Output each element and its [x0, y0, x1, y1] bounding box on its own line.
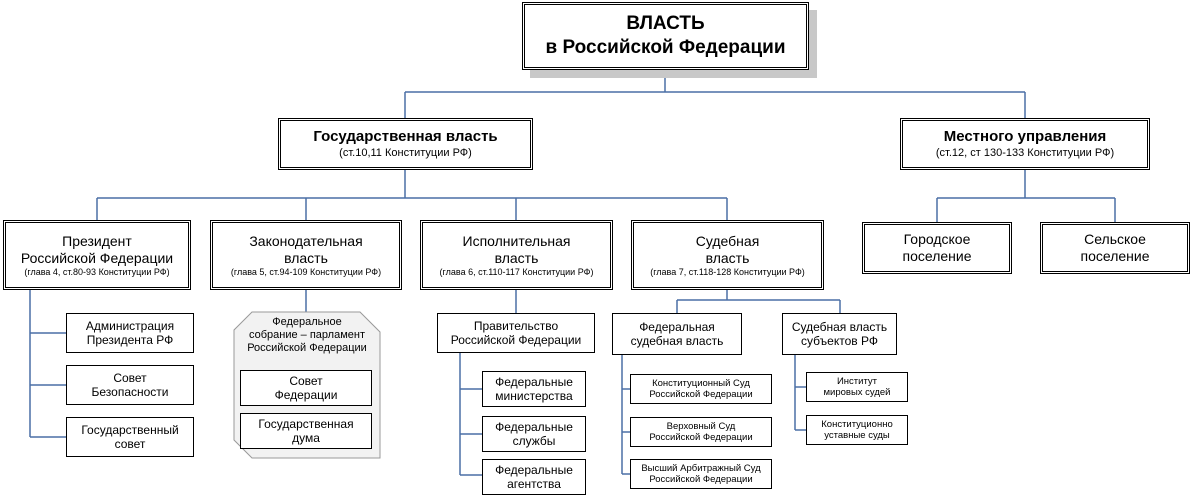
urban-line1: Городское: [903, 231, 971, 247]
subject-judicial-line2: субъектов РФ: [801, 334, 878, 348]
president-item-3-line1: Государственный: [81, 423, 179, 437]
gov-item-2-line2: службы: [512, 434, 556, 448]
subject-judicial-box: Судебная власть субъектов РФ: [782, 313, 897, 355]
supreme-court-box: Верховный Суд Российской Федерации: [630, 417, 772, 447]
local-gov-sub: (ст.12, ст 130-133 Конституции РФ): [935, 147, 1115, 159]
executive-line2: власть: [494, 249, 539, 266]
judicial-sub: (глава 7, ст.118-128 Конституции РФ): [650, 266, 805, 277]
gov-item-3-line1: Федеральные: [495, 463, 573, 477]
legislative-box: Законодательная власть (глава 5, ст.94-1…: [210, 220, 402, 290]
executive-sub: (глава 6, ст.110-117 Конституции РФ): [439, 266, 594, 277]
federal-agencies-box: Федеральные агентства: [482, 459, 586, 495]
executive-line1: Исполнительная: [462, 232, 571, 249]
federal-judicial-line1: Федеральная: [639, 320, 715, 334]
subject-court-2-line1: Конституционно: [821, 419, 893, 430]
state-duma-box: Государственная дума: [240, 413, 372, 449]
subject-judicial-line1: Судебная власть: [791, 320, 888, 334]
subject-court-1-line2: мировых судей: [823, 387, 891, 398]
president-item-2-line2: Безопасности: [91, 385, 169, 399]
federal-judicial-line2: судебная власть: [630, 334, 724, 348]
local-gov-title: Местного управления: [943, 128, 1107, 145]
president-sub: (глава 4, ст.80-93 Конституции РФ): [24, 266, 170, 277]
court-2-line2: Российской Федерации: [649, 432, 753, 443]
assembly-item-2-line2: дума: [292, 431, 320, 445]
court-3-line2: Российской Федерации: [649, 474, 753, 485]
court-1-line1: Конституционный Суд: [652, 378, 750, 389]
judicial-line2: власть: [705, 249, 750, 266]
urban-settlement-box: Городское поселение: [862, 222, 1012, 274]
charter-courts-box: Конституционно уставные суды: [806, 415, 908, 445]
federal-assembly-line1: Федеральное: [272, 316, 342, 328]
justices-of-peace-box: Институт мировых судей: [806, 372, 908, 402]
court-3-line1: Высший Арбитражный Суд: [641, 463, 761, 474]
legislative-sub: (глава 5, ст.94-109 Конституции РФ): [230, 266, 382, 277]
state-power-sub: (ст.10,11 Конституции РФ): [339, 147, 472, 159]
legislative-line2: власть: [284, 249, 328, 266]
federal-services-box: Федеральные службы: [482, 416, 586, 452]
gov-item-1-line1: Федеральные: [495, 375, 573, 389]
federal-assembly-line3: Российской Федерации: [247, 342, 367, 354]
government-line1: Правительство: [473, 319, 559, 333]
federal-ministries-box: Федеральные министерства: [482, 371, 586, 407]
root-title-box: ВЛАСТЬ в Российской Федерации: [522, 2, 809, 70]
federation-council-box: Совет Федерации: [240, 370, 372, 406]
local-gov-box: Местного управления (ст.12, ст 130-133 К…: [900, 118, 1150, 170]
arbitration-court-box: Высший Арбитражный Суд Российской Федера…: [630, 459, 772, 489]
gov-item-2-line1: Федеральные: [495, 420, 573, 434]
president-line1: Президент: [62, 232, 132, 249]
presidential-administration-box: Администрация Президента РФ: [66, 313, 194, 353]
court-1-line2: Российской Федерации: [649, 389, 753, 400]
root-title-line2: в Российской Федерации: [545, 37, 786, 58]
gov-item-3-line2: агентства: [507, 477, 561, 491]
president-item-2-line1: Совет: [113, 371, 147, 385]
subject-court-2-line2: уставные суды: [824, 430, 890, 441]
legislative-line1: Законодательная: [249, 232, 363, 249]
executive-box: Исполнительная власть (глава 6, ст.110-1…: [420, 220, 613, 290]
president-item-3-line2: совет: [114, 437, 146, 451]
government-line2: Российской Федерации: [450, 333, 582, 347]
rural-line2: поселение: [1080, 248, 1150, 264]
court-2-line1: Верховный Суд: [666, 421, 736, 432]
urban-line2: поселение: [902, 248, 972, 264]
president-box: Президент Российской Федерации (глава 4,…: [3, 220, 191, 290]
government-box: Правительство Российской Федерации: [437, 313, 595, 353]
subject-court-1-line1: Институт: [836, 376, 878, 387]
root-title-line1: ВЛАСТЬ: [626, 13, 705, 34]
state-power-title: Государственная власть: [313, 128, 498, 145]
federal-assembly-label: Федеральное собрание – парламент Российс…: [236, 316, 378, 355]
president-line2: Российской Федерации: [20, 249, 174, 266]
federal-judicial-box: Федеральная судебная власть: [612, 313, 742, 355]
president-item-1-line1: Администрация: [85, 319, 175, 333]
federal-assembly-line2: собрание – парламент: [249, 329, 365, 341]
security-council-box: Совет Безопасности: [66, 365, 194, 405]
state-council-box: Государственный совет: [66, 417, 194, 457]
assembly-item-1-line2: Федерации: [274, 388, 338, 402]
constitutional-court-box: Конституционный Суд Российской Федерации: [630, 374, 772, 404]
rural-settlement-box: Сельское поселение: [1040, 222, 1190, 274]
assembly-item-2-line1: Государственная: [258, 417, 354, 431]
rural-line1: Сельское: [1084, 231, 1146, 247]
judicial-line1: Судебная: [695, 232, 760, 249]
assembly-item-1-line1: Совет: [289, 374, 323, 388]
state-power-box: Государственная власть (ст.10,11 Констит…: [278, 118, 533, 170]
gov-item-1-line2: министерства: [495, 389, 573, 403]
judicial-box: Судебная власть (глава 7, ст.118-128 Кон…: [631, 220, 824, 290]
president-item-1-line2: Президента РФ: [86, 333, 174, 347]
